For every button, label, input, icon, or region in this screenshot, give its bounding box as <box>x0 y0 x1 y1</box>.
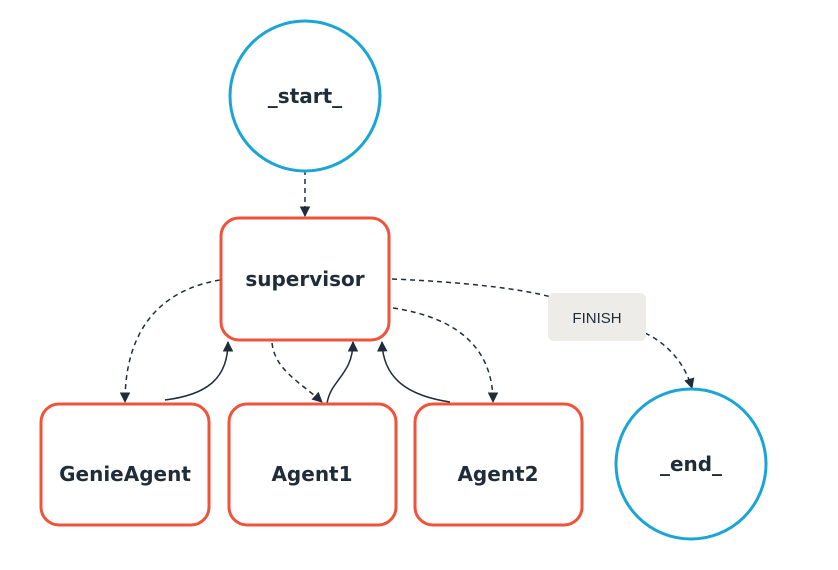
edge-supervisor-to-agent1 <box>271 342 323 403</box>
node-genieagent-label: GenieAgent <box>59 462 191 486</box>
edge-genieagent-to-supervisor <box>164 340 234 401</box>
node-end-label: _end_ <box>660 452 722 476</box>
edge-agent2-to-supervisor <box>377 340 451 403</box>
node-start-label: _start_ <box>268 84 342 108</box>
node-genieagent[interactable]: GenieAgent <box>39 402 211 527</box>
node-start-circle <box>228 19 382 173</box>
node-agent2-box <box>413 402 584 527</box>
node-end-circle <box>614 387 768 541</box>
edge-supervisor-to-agent2 <box>392 307 499 404</box>
node-supervisor[interactable]: supervisor <box>219 216 391 342</box>
edge-supervisor-to-end <box>391 278 556 299</box>
edge-label-finish: FINISH <box>548 293 646 341</box>
edge-label-finish-text: FINISH <box>572 310 621 327</box>
node-supervisor-box <box>219 216 391 342</box>
node-agent2-label: Agent2 <box>457 462 538 486</box>
edge-supervisor-to-genieagent <box>119 279 221 404</box>
node-agent1-label: Agent1 <box>271 462 352 486</box>
node-agent1-box <box>227 402 398 527</box>
node-agent1[interactable]: Agent1 <box>227 402 398 527</box>
node-supervisor-label: supervisor <box>245 267 364 291</box>
edge-agent1-to-supervisor <box>326 340 359 405</box>
node-agent2[interactable]: Agent2 <box>413 402 584 527</box>
edge-finish-to-end <box>644 332 695 390</box>
node-end[interactable]: _end_ <box>614 387 768 541</box>
node-genieagent-box <box>39 402 211 527</box>
edges <box>119 170 695 405</box>
node-start[interactable]: _start_ <box>228 19 382 173</box>
edge-label-finish-background <box>548 293 646 341</box>
